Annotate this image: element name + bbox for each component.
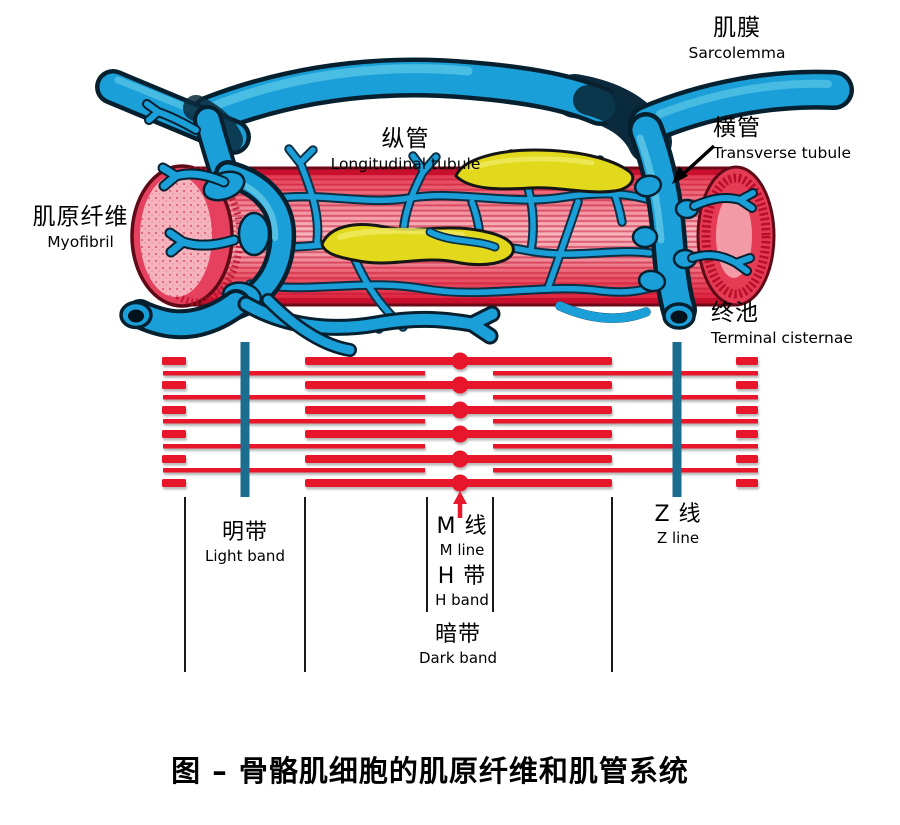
transverse-tubule-arrow (672, 144, 716, 184)
z-line-bar-right (672, 342, 682, 497)
label-longitudinal-tubule-en: Longitudinal tubule (330, 154, 481, 173)
label-myofibril: 肌原纤维 Myofibril (18, 204, 143, 251)
label-z-line: Z 线 Z line (630, 502, 726, 547)
label-dark-band-zh: 暗带 (434, 622, 481, 647)
band-tick-lines (184, 497, 613, 672)
label-terminal-cisternae-zh: 终池 (711, 300, 759, 326)
label-transverse-tubule-zh: 横管 (713, 115, 761, 141)
m-line-arrow (453, 491, 467, 518)
label-sarcolemma-en: Sarcolemma (688, 43, 786, 62)
label-transverse-tubule: 横管 Transverse tubule (713, 115, 893, 162)
label-longitudinal-tubule-zh: 纵管 (381, 126, 430, 152)
label-m-line-en: M line (439, 540, 485, 559)
label-terminal-cisternae-en: Terminal cisternae (711, 328, 853, 347)
label-sarcolemma: 肌膜 Sarcolemma (657, 15, 817, 62)
left-triad-complex (119, 99, 501, 357)
label-z-line-en: Z line (656, 528, 700, 547)
label-longitudinal-tubule: 纵管 Longitudinal tubule (318, 126, 493, 173)
sarcomere-schematic (162, 352, 758, 492)
label-h-band-zh: H 带 (437, 564, 487, 589)
z-line-bar-left (240, 342, 250, 497)
label-light-band: 明带 Light band (185, 520, 305, 565)
label-h-band-en: H band (435, 590, 489, 609)
label-myofibril-en: Myofibril (47, 232, 114, 251)
longitudinal-tubule-highlight (320, 148, 635, 267)
label-m-line-zh: M 线 (436, 514, 488, 539)
label-dark-band: 暗带 Dark band (398, 622, 518, 667)
label-transverse-tubule-en: Transverse tubule (713, 143, 851, 162)
label-m-line: M 线 M line (402, 514, 522, 559)
label-h-band: H 带 H band (402, 564, 522, 609)
label-dark-band-en: Dark band (418, 648, 498, 667)
figure-caption: 图 – 骨骼肌细胞的肌原纤维和肌管系统 (171, 754, 689, 788)
label-z-line-zh: Z 线 (654, 502, 702, 527)
label-myofibril-zh: 肌原纤维 (32, 204, 129, 230)
label-terminal-cisternae: 终池 Terminal cisternae (711, 300, 896, 347)
label-sarcolemma-zh: 肌膜 (713, 15, 761, 41)
transverse-tubule-complex (628, 112, 758, 330)
label-light-band-en: Light band (205, 546, 285, 565)
label-light-band-zh: 明带 (221, 520, 268, 545)
